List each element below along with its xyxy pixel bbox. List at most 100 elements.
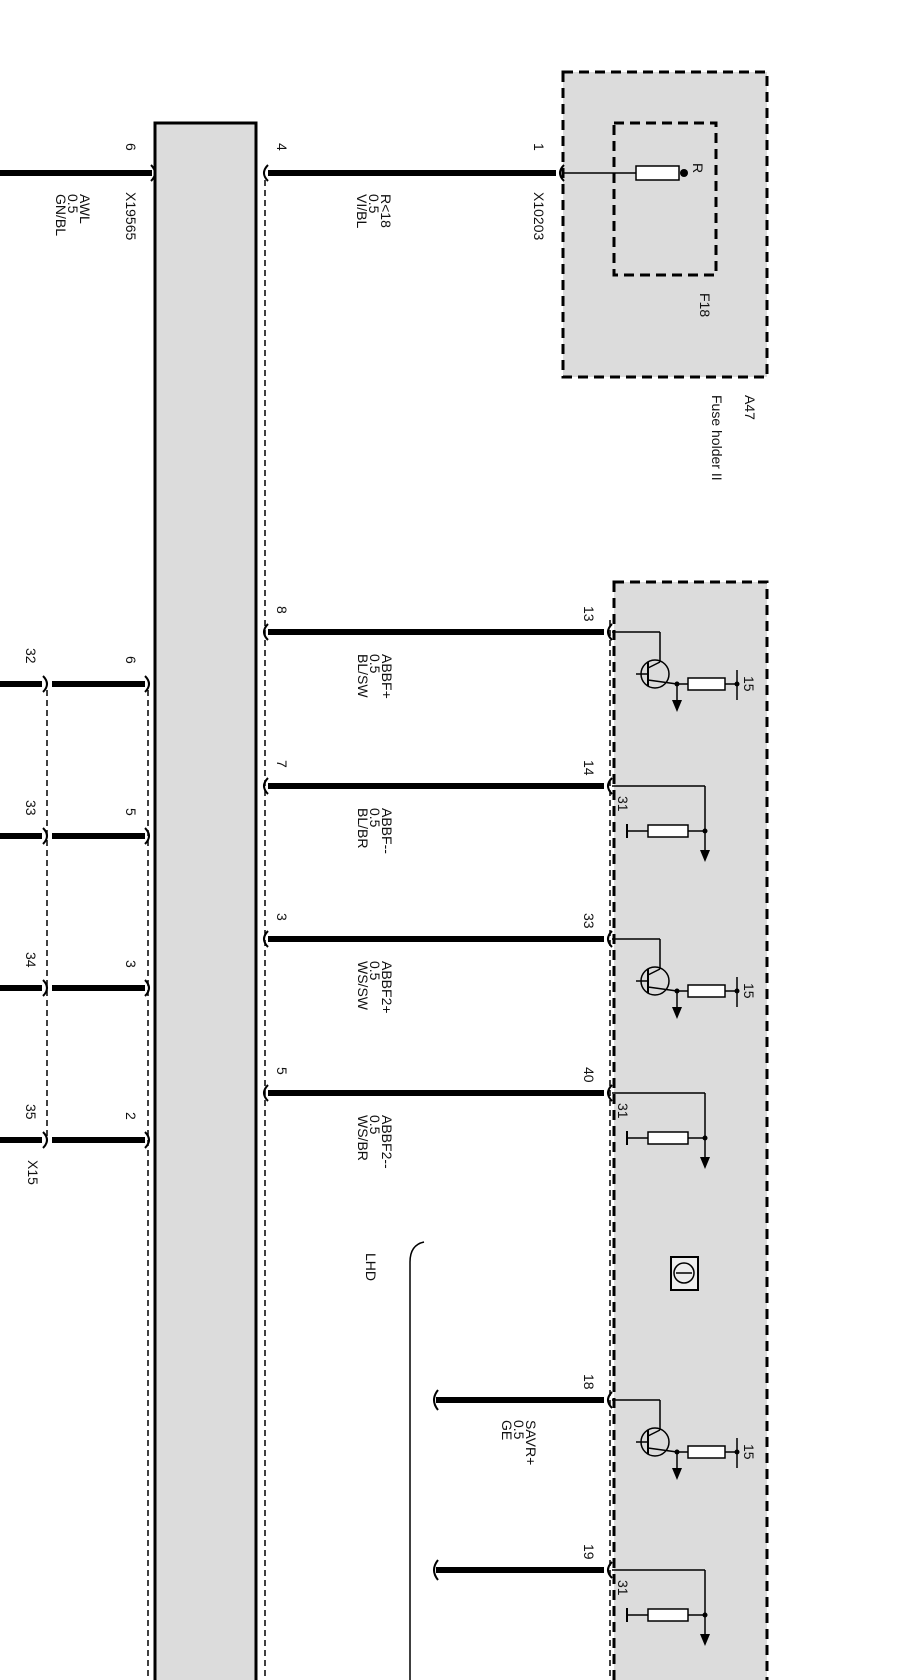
- signal-3-bar-socket: [263, 1084, 269, 1102]
- x19565-label: X19565: [123, 192, 139, 240]
- signal-1-wire-label: ABBF--: [379, 808, 395, 854]
- signal-1-bar-socket: [263, 777, 269, 795]
- x15-pin-0-inner-label: 6: [123, 656, 139, 664]
- x15-pin-3-outer-label: 35: [23, 1104, 39, 1120]
- lhd-wire-1-resistor-icon: [647, 1608, 689, 1622]
- x15-pin-0-outer-label: 32: [23, 648, 39, 664]
- signal-3-resistor-icon: [647, 1131, 689, 1145]
- x19565-pin: 6: [123, 143, 139, 151]
- signal-0-module-pin: 13: [581, 606, 597, 622]
- lhd-wire-0-emitter-lead: [647, 1447, 678, 1453]
- lhd-wire-0-module-socket: [607, 1391, 613, 1409]
- fuse-connector-label: X10203: [531, 192, 547, 240]
- lhd-wire-0-collector-inner: [647, 1429, 661, 1437]
- signal-2-resistor-icon: [687, 984, 726, 998]
- signal-2-module-pin: 33: [581, 913, 597, 929]
- lhd-wire-0-wire-label: SAVR+: [523, 1420, 539, 1465]
- signal-0-resistor-icon: [687, 677, 726, 691]
- signal-1-arrow-down-icon: [700, 850, 710, 862]
- signal-0-bar-socket: [263, 623, 269, 641]
- x15-pin-0-outer-socket: [42, 675, 48, 693]
- signal-3-arrow-down-icon: [700, 1157, 710, 1169]
- socket-x19565: [150, 164, 156, 182]
- signal-0-module-socket: [607, 623, 613, 641]
- signal-2-bar-socket: [263, 930, 269, 948]
- signal-2-wire-label: ABBF2+: [379, 961, 395, 1014]
- lhd-wire-0-wire-label: GE: [499, 1420, 515, 1440]
- lhd-wire-0-end-socket: [433, 1389, 439, 1411]
- r18-wire-label: 0.5: [366, 194, 382, 214]
- signal-0-wire-label: ABBF+: [379, 654, 395, 699]
- control-module-box: [612, 580, 769, 1680]
- r18-wire-label: VI/BL: [354, 194, 370, 228]
- x15-pin-2-outer-label: 34: [23, 952, 39, 968]
- signal-2-arrow-down-icon: [672, 1007, 682, 1019]
- x15-pin-1-outer-socket: [42, 827, 48, 845]
- signal-3-wire-label: 0.5: [367, 1115, 383, 1135]
- signal-1-bar-pin: 7: [274, 760, 290, 768]
- signal-0-bar-pin: 8: [274, 606, 290, 614]
- signal-2-bar-pin: 3: [274, 913, 290, 921]
- signal-3-wire-label: WS/BR: [355, 1115, 371, 1161]
- sensor-icon-circle: [673, 1262, 695, 1284]
- r18-wire-label: R<18: [378, 194, 394, 228]
- signal-1-wire-label: BL/BR: [355, 808, 371, 848]
- signal-0-wire-label: 0.5: [367, 654, 383, 674]
- fuse-label: F18: [697, 293, 713, 317]
- x15-pin-1-inner-label: 5: [123, 808, 139, 816]
- x15-pin-0-inner-socket: [144, 675, 150, 693]
- signal-0-arrow-down-icon: [672, 700, 682, 712]
- signal-2-wire-label: 0.5: [367, 961, 383, 981]
- fuse-holder-id: A47: [742, 395, 758, 420]
- x15-label: X15: [25, 1160, 41, 1185]
- lhd-bracket: [409, 1241, 425, 1680]
- fuse-holder-box: [561, 70, 769, 379]
- signal-3-bar-pin: 5: [274, 1067, 290, 1075]
- signal-0-wire-label: BL/SW: [355, 654, 371, 698]
- harness-bar: [153, 121, 258, 1680]
- signal-1-junction-dot: [702, 828, 708, 834]
- lhd-wire-1-supply-label: 31: [615, 1580, 631, 1596]
- x15-pin-1-outer-label: 33: [23, 800, 39, 816]
- fuse-box: [612, 121, 718, 277]
- socket-bar-pin4: [263, 164, 269, 182]
- fuse-holder-name: Fuse holder II: [709, 395, 725, 481]
- lhd-wire-0-wire-label: 0.5: [511, 1420, 527, 1440]
- lhd-wire-0-supply-label: 15: [741, 1444, 757, 1460]
- lhd-wire-0-arrow-down-icon: [672, 1468, 682, 1480]
- lhd-wire-1-junction-dot: [702, 1612, 708, 1618]
- signal-3-module-pin: 40: [581, 1067, 597, 1083]
- awl-wire-label: AWL: [77, 194, 93, 224]
- x15-pin-3-outer-socket: [42, 1131, 48, 1149]
- lhd-wire-0-resistor-icon: [687, 1445, 726, 1459]
- x15-pin-1-inner-socket: [144, 827, 150, 845]
- signal-2-collector-inner: [647, 968, 661, 976]
- awl-wire-label: GN/BL: [53, 194, 69, 236]
- signal-2-supply-label: 15: [741, 983, 757, 999]
- lhd-wire-1-module-socket: [607, 1561, 613, 1579]
- lhd-label: LHD: [363, 1253, 379, 1281]
- bar-pin-4: 4: [274, 143, 290, 151]
- x15-pin-2-inner-label: 3: [123, 960, 139, 968]
- signal-1-module-socket: [607, 777, 613, 795]
- signal-3-junction-dot: [702, 1135, 708, 1141]
- x15-pin-2-inner-socket: [144, 979, 150, 997]
- x15-pin-3-inner-label: 2: [123, 1112, 139, 1120]
- signal-0-collector-inner: [647, 661, 661, 669]
- signal-1-module-pin: 14: [581, 760, 597, 776]
- lhd-wire-0-module-pin: 18: [581, 1374, 597, 1390]
- signal-3-supply-label: 31: [615, 1103, 631, 1119]
- signal-2-wire-label: WS/SW: [355, 961, 371, 1011]
- fuse-terminal-dot: [680, 169, 688, 177]
- fuse-icon: [635, 165, 680, 181]
- signal-2-emitter-lead: [647, 986, 678, 992]
- awl-wire-label: 0.5: [65, 194, 81, 214]
- fuse-holder-pin: 1: [531, 143, 547, 151]
- fuse-pin-label: R: [690, 163, 706, 173]
- socket-x10203: [559, 164, 565, 182]
- lhd-wire-1-module-pin: 19: [581, 1544, 597, 1560]
- signal-1-resistor-icon: [647, 824, 689, 838]
- signal-0-emitter-lead: [647, 679, 678, 685]
